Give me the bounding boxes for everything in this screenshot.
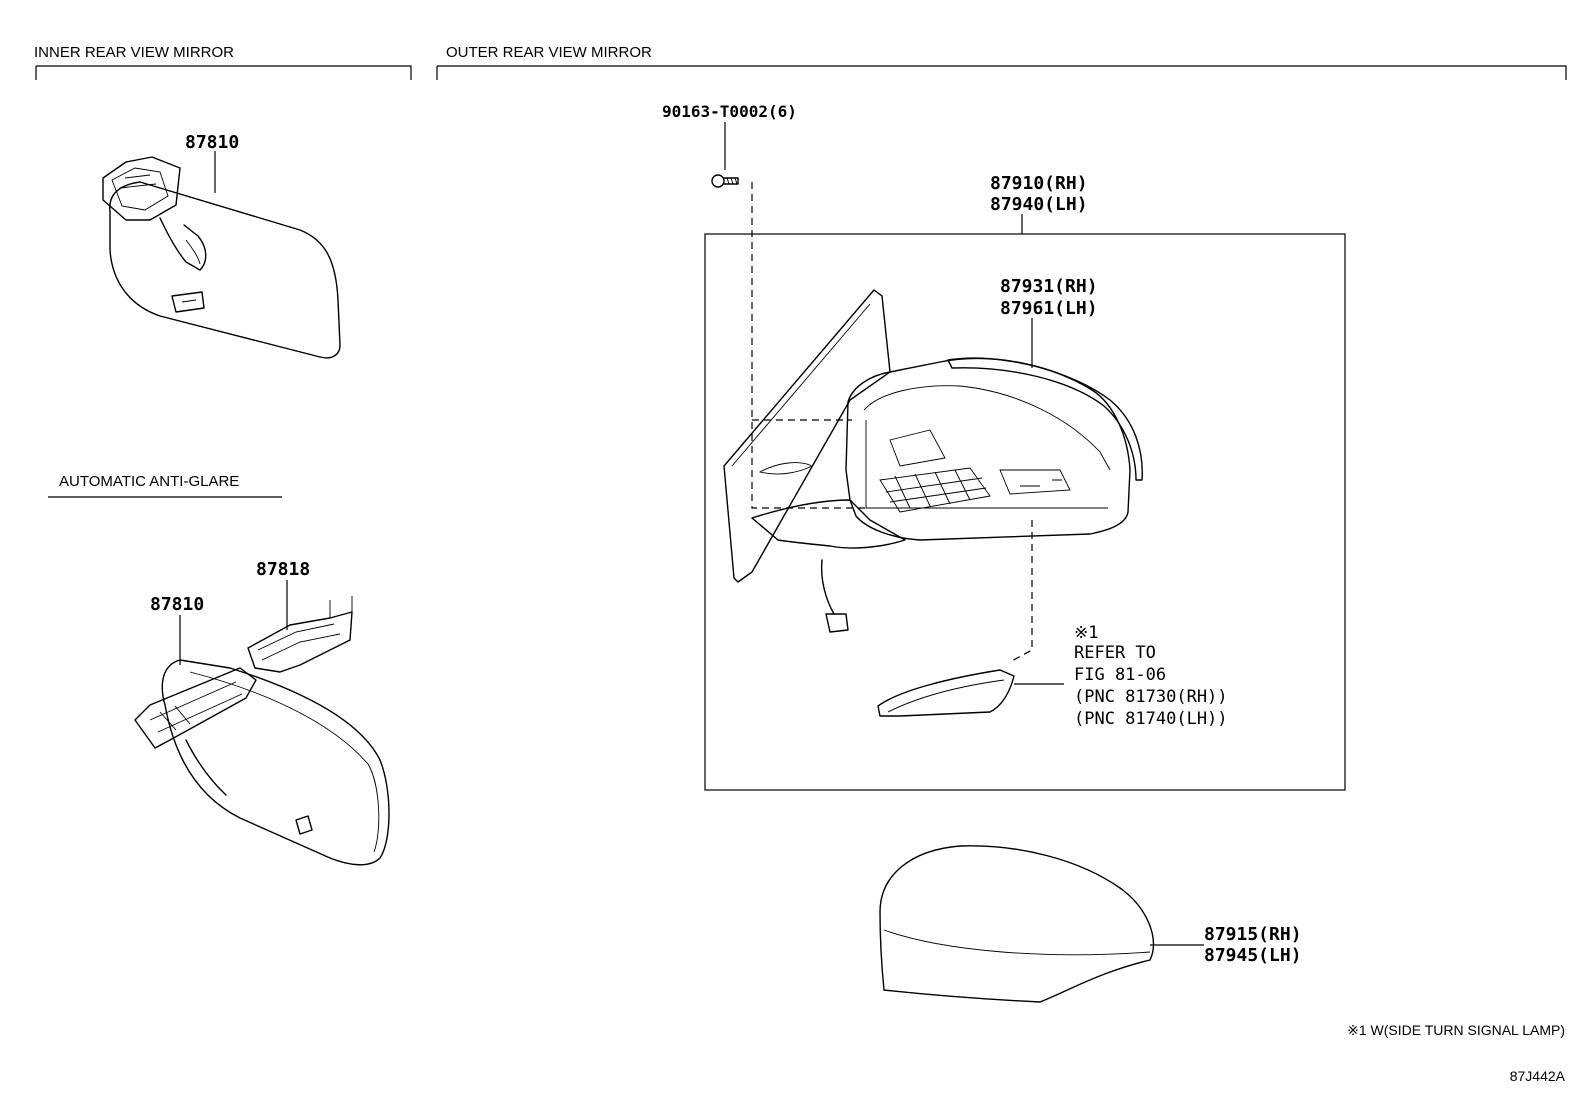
label-cap-rh: 87915(RH) <box>1204 924 1302 945</box>
outer-mirror-drawing <box>723 289 1143 717</box>
screw-drawing <box>711 174 739 188</box>
guide-screw <box>751 182 866 509</box>
footnote: ※1 W(SIDE TURN SIGNAL LAMP) <box>1347 1022 1565 1038</box>
section-bracket-outer <box>436 65 1567 80</box>
outer-mirror-assembly-box <box>704 233 1346 791</box>
mirror-cap-drawing <box>879 845 1155 1003</box>
figure-id: 87J442A <box>1510 1068 1566 1084</box>
guide-lamp <box>1009 520 1033 663</box>
label-outer-assy-lh: 87940(LH) <box>990 194 1088 215</box>
label-cover-87818: 87818 <box>256 559 310 580</box>
ref-line-2: FIG 81-06 <box>1074 665 1166 685</box>
ref-line-4: (PNC 81740(LH)) <box>1074 709 1228 729</box>
inner-mirror-drawing <box>102 156 341 359</box>
label-screw: 90163-T0002(6) <box>662 102 797 121</box>
label-outer-assy-rh: 87910(RH) <box>990 173 1088 194</box>
section-title-auto: AUTOMATIC ANTI-GLARE <box>59 473 239 490</box>
ref-line-1: REFER TO <box>1074 643 1156 663</box>
label-cap-lh: 87945(LH) <box>1204 945 1302 966</box>
label-sub-assy-rh: 87931(RH) <box>1000 276 1098 297</box>
section-bracket-inner <box>35 65 412 80</box>
section-title-outer: OUTER REAR VIEW MIRROR <box>446 44 652 61</box>
label-auto-mirror: 87810 <box>150 594 204 615</box>
ref-line-3: (PNC 81730(RH)) <box>1074 687 1228 707</box>
auto-mirror-drawing <box>134 596 390 866</box>
section-title-inner: INNER REAR VIEW MIRROR <box>34 44 234 61</box>
ref-mark: ※1 <box>1074 623 1098 643</box>
label-inner-mirror: 87810 <box>185 132 239 153</box>
label-sub-assy-lh: 87961(LH) <box>1000 298 1098 319</box>
